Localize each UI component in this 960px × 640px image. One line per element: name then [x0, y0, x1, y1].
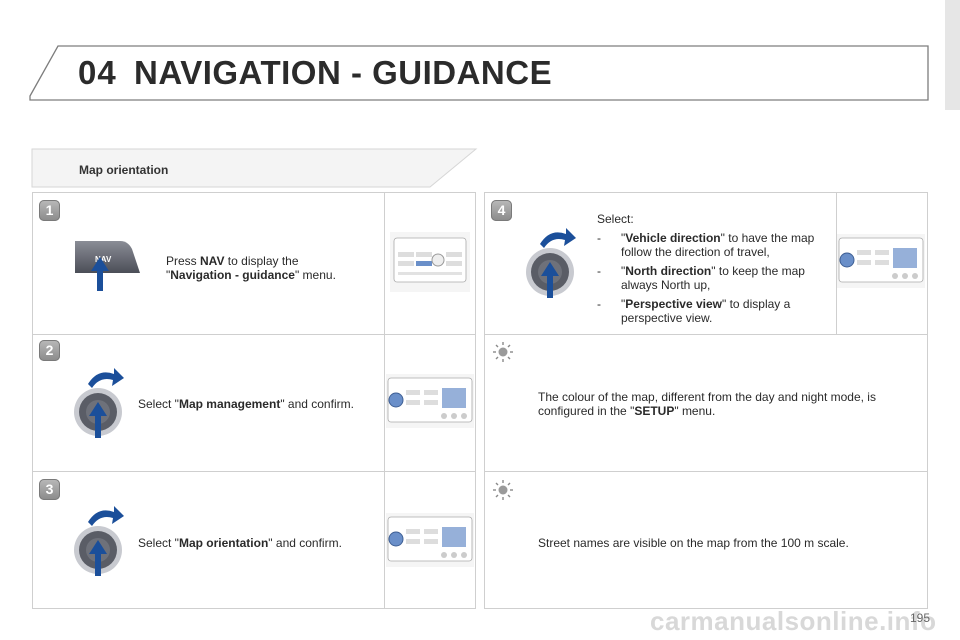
rotary-knob-icon	[526, 228, 576, 298]
step-1-text: Press NAV to display the "Navigation - g…	[166, 254, 336, 282]
radio-panel-illustration-3	[386, 513, 474, 567]
svg-text:NAV: NAV	[95, 255, 112, 264]
radio-panel-illustration-4	[837, 234, 925, 288]
watermark: carmanualsonline.info	[650, 606, 937, 636]
radio-panel-illustration-1	[390, 232, 470, 292]
page-number: 195	[910, 611, 931, 625]
lightbulb-icon	[493, 342, 513, 362]
step-badge-1: 1	[39, 200, 60, 221]
section-header-frame	[31, 148, 478, 188]
rotary-knob-icon	[74, 368, 124, 438]
step-badge-4: 4	[491, 200, 512, 221]
step-4-intro: Select:	[597, 212, 634, 226]
step-2-text: Select "Map management" and confirm.	[138, 397, 354, 411]
chapter-title: NAVIGATION - GUIDANCE	[134, 54, 553, 91]
tip-map-colour: The colour of the map, different from th…	[538, 390, 876, 418]
step-badge-3: 3	[39, 479, 60, 500]
nav-button-icon: NAV	[75, 241, 140, 291]
lightbulb-icon	[493, 480, 513, 500]
step-4-text: Select: -"Vehicle direction" to have the…	[597, 212, 833, 325]
tip-street-names: Street names are visible on the map from…	[538, 536, 849, 550]
radio-panel-illustration-2	[386, 374, 474, 428]
step-3-text: Select "Map orientation" and confirm.	[138, 536, 342, 550]
option-perspective-view: -"Perspective view" to display a perspec…	[597, 297, 791, 325]
option-vehicle-direction: -"Vehicle direction" to have the map fol…	[597, 231, 815, 259]
chapter-header-frame	[29, 0, 960, 110]
chapter-number: 04	[78, 54, 117, 91]
step-badge-2: 2	[39, 340, 60, 361]
rotary-knob-icon	[74, 506, 124, 576]
option-north-direction: -"North direction" to keep the map alway…	[597, 264, 805, 292]
section-title: Map orientation	[79, 163, 169, 177]
